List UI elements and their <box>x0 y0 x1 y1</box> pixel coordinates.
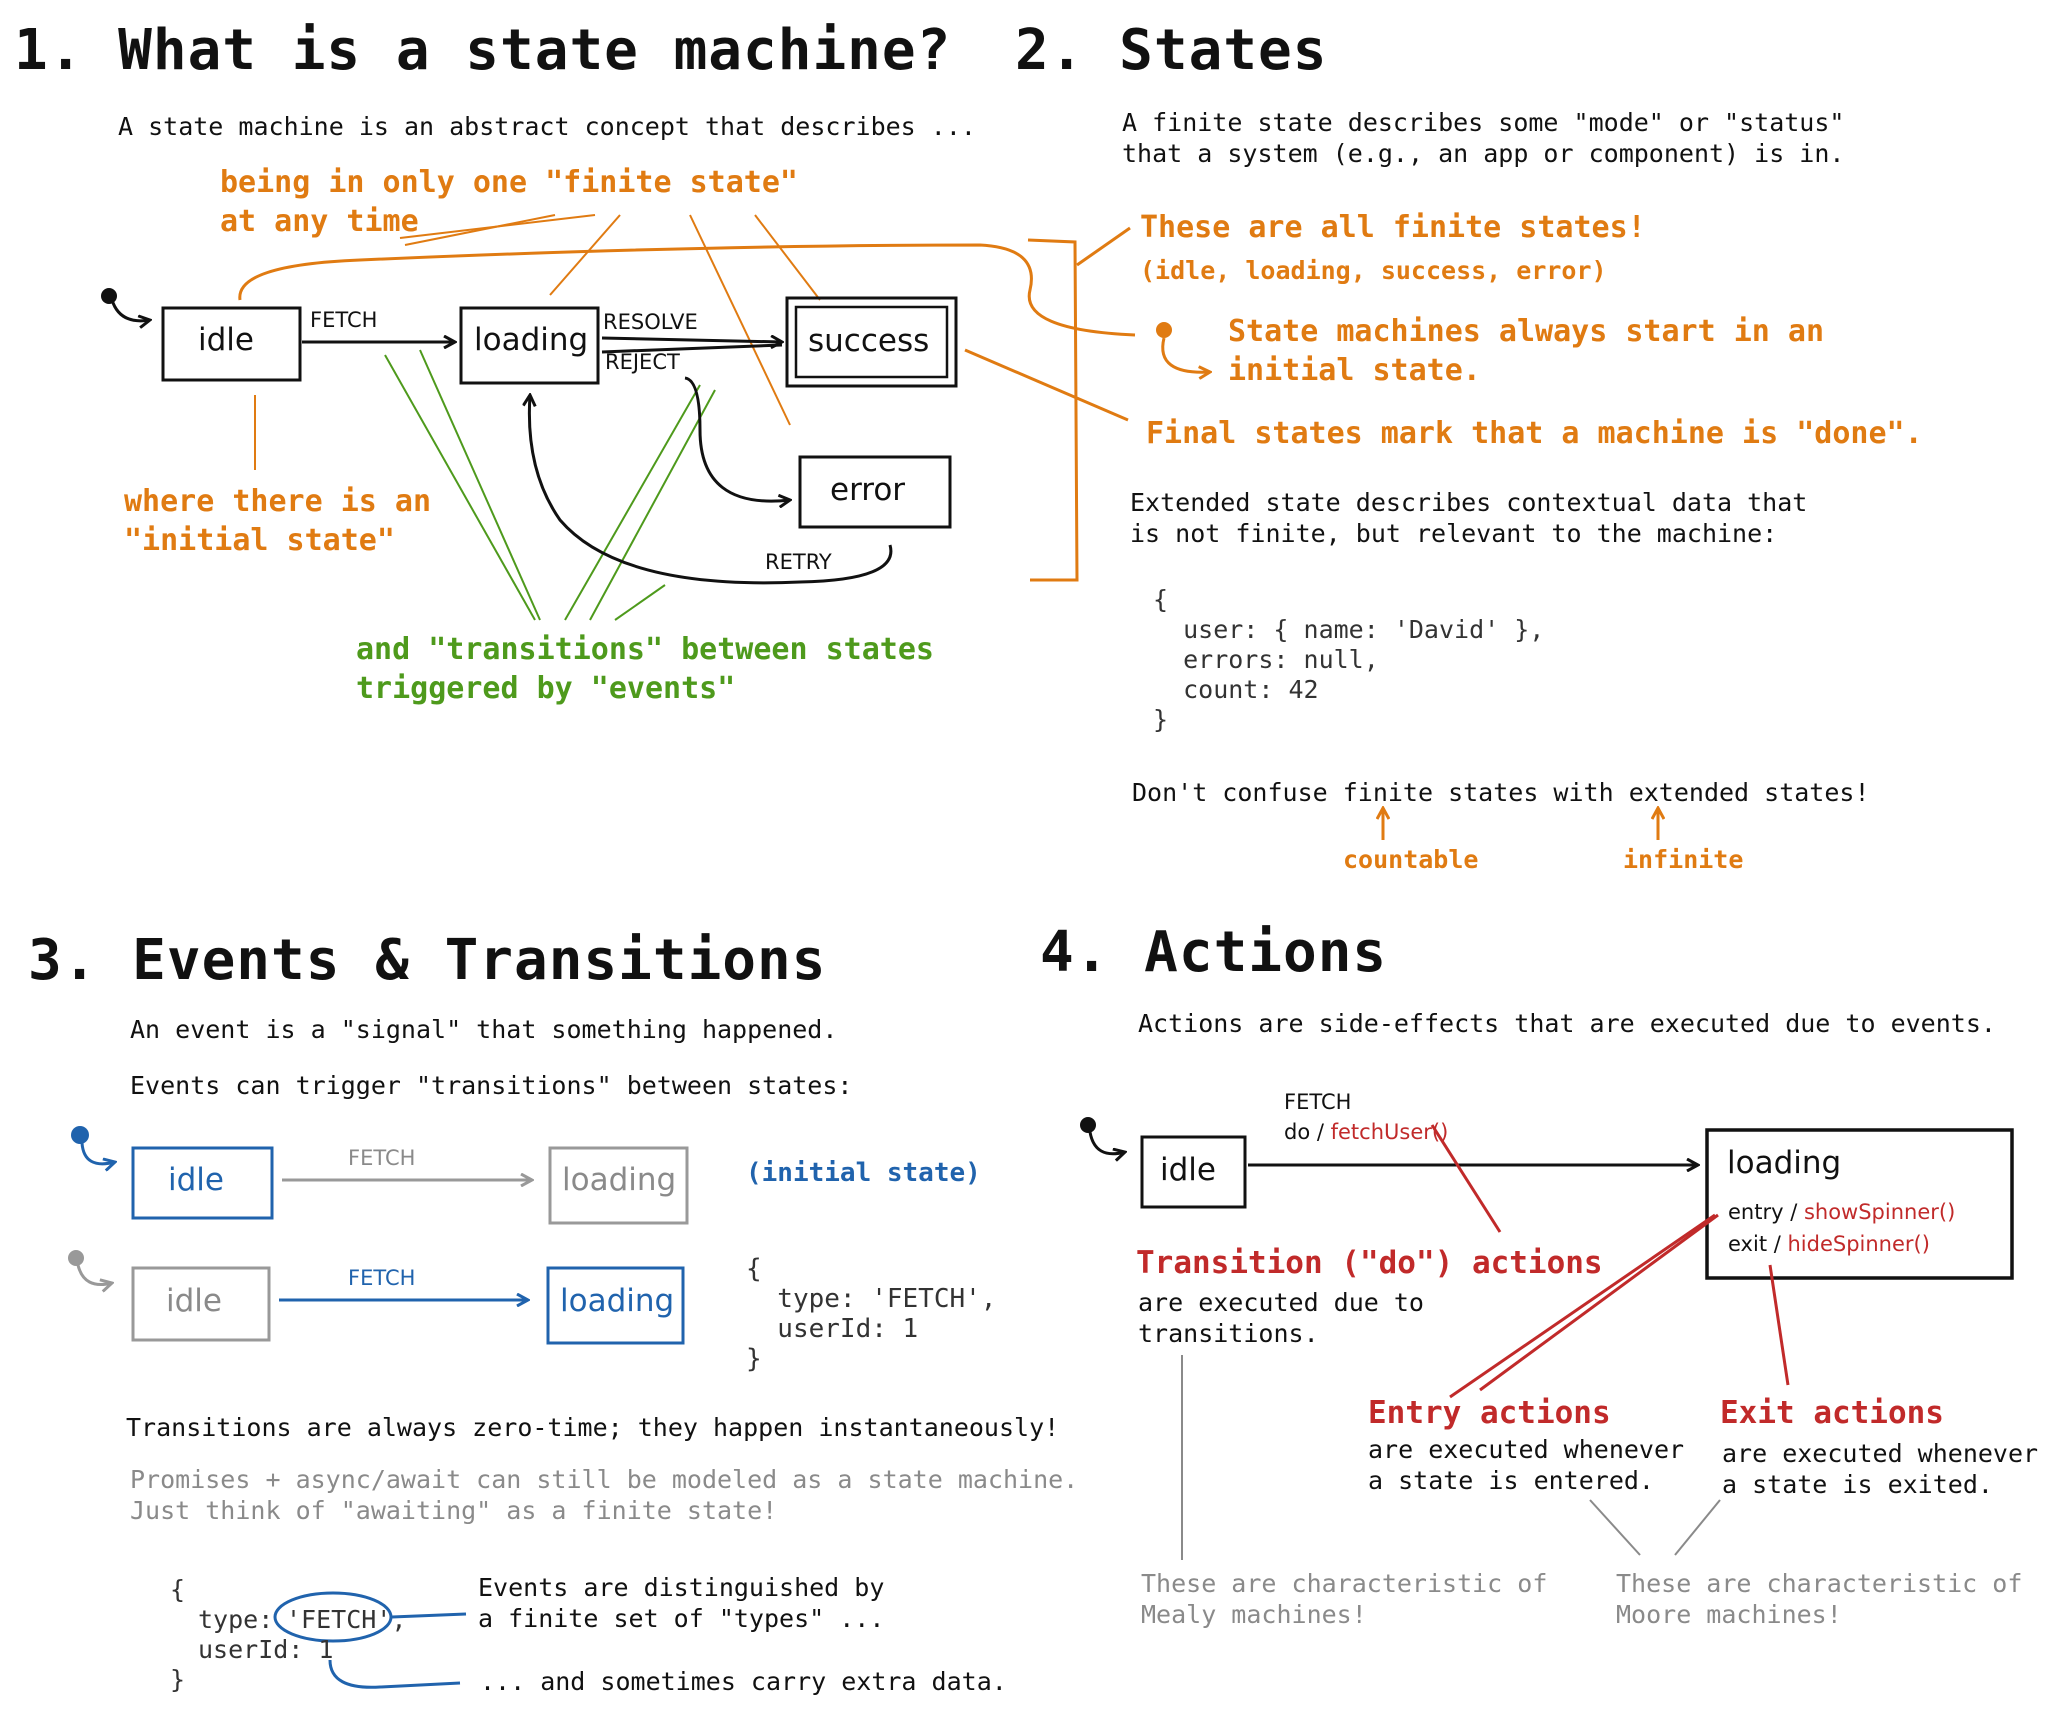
s3-idle-label-active: idle <box>168 1162 224 1198</box>
s1-idle-box <box>161 306 302 382</box>
s1-error-label: error <box>830 472 906 508</box>
s4-exit-title: Exit actions <box>1720 1395 1944 1431</box>
s4-entry-desc: are executed whenever a state is entered… <box>1368 1435 1685 1495</box>
s3-loading-label-inactive: loading <box>562 1162 677 1198</box>
s4-red-pointers <box>1430 1124 1790 1399</box>
s4-exit-desc: are executed whenever a state is exited. <box>1722 1439 2039 1499</box>
s3-event-code: { type: 'FETCH', userId: 1 } <box>746 1254 997 1374</box>
s1-resolve-event: RESOLVE <box>603 310 698 334</box>
s2-initial-dot <box>1156 322 1172 338</box>
s4-intro: Actions are side-effects that are execut… <box>1138 1009 1996 1038</box>
s3-fetch-label-active: FETCH <box>348 1266 416 1290</box>
s2-intro: A finite state describes some "mode" or … <box>1122 108 1845 168</box>
s3-code-user: userId: 1 <box>198 1635 334 1664</box>
s4-idle-box <box>1140 1135 1247 1209</box>
s3-title: 3. Events & Transitions <box>28 928 827 993</box>
s1-reject-event: REJECT <box>605 350 680 374</box>
s3-fetch-label-inactive: FETCH <box>348 1146 416 1170</box>
s3-loading-box-inactive <box>548 1146 689 1225</box>
s3-initial-dot-gray <box>68 1250 84 1266</box>
s1-success-label: success <box>808 323 930 359</box>
s4-entry-action: entry / showSpinner() <box>1728 1200 1956 1224</box>
s3-extra: ... and sometimes carry extra data. <box>480 1667 1007 1696</box>
s1-success-box <box>785 296 958 388</box>
s2-countable: countable <box>1343 845 1479 874</box>
s2-all-finite-list: (idle, loading, success, error) <box>1140 256 1607 285</box>
s2-extended: Extended state describes contextual data… <box>1130 488 1808 548</box>
s1-loading-box <box>459 306 600 385</box>
s1-idle-label: idle <box>198 322 254 358</box>
s3-code-type-val: 'FETCH', <box>286 1605 407 1634</box>
s1-error-box <box>798 455 952 529</box>
s3-line1: An event is a "signal" that something ha… <box>130 1015 838 1044</box>
s1-retry-event: RETRY <box>765 550 832 574</box>
s4-moore-note: These are characteristic of Moore machin… <box>1616 1569 2023 1629</box>
s4-loading-label: loading <box>1727 1145 1842 1181</box>
s1-loading-label: loading <box>474 322 589 358</box>
s1-reject-arrow <box>684 376 790 501</box>
s1-green-pointers <box>384 349 716 621</box>
s4-gray-pointers <box>1181 1355 1721 1560</box>
s3-code-open: { <box>170 1575 186 1604</box>
s2-final-note: Final states mark that a machine is "don… <box>1146 416 1923 451</box>
s1-resolve-arrow <box>601 338 782 342</box>
s3-initial-label: (initial state) <box>746 1158 981 1188</box>
s1-orange-loop <box>238 243 1136 337</box>
s4-loading-box <box>1705 1128 2014 1280</box>
s3-line2: Events can trigger "transitions" between… <box>130 1071 853 1100</box>
s1-initial-note: where there is an "initial state" <box>124 484 432 558</box>
s4-idle-label: idle <box>1160 1152 1216 1188</box>
s3-loading-box-active <box>546 1266 685 1345</box>
s4-mealy-note: These are characteristic of Mealy machin… <box>1141 1569 1548 1629</box>
s4-initial-dot <box>1080 1117 1096 1133</box>
s1-retry-arrow <box>529 395 893 585</box>
s1-intro: A state machine is an abstract concept t… <box>118 112 976 141</box>
s4-title: 4. Actions <box>1040 920 1388 985</box>
s4-transition-title: Transition ("do") actions <box>1136 1245 1603 1281</box>
s1-orange-pointers <box>254 214 821 470</box>
s2-initial-note: State machines always start in an initia… <box>1228 314 1825 388</box>
s4-do-action: do / fetchUser() <box>1284 1120 1449 1144</box>
s3-promises: Promises + async/await can still be mode… <box>130 1465 1079 1525</box>
s3-loading-label-active: loading <box>560 1283 675 1319</box>
s2-confuse: Don't confuse finite states with extende… <box>1132 778 1870 807</box>
s2-infinite: infinite <box>1623 845 1744 874</box>
s1-transitions-note: and "transitions" between states trigger… <box>356 632 934 706</box>
s2-all-finite: These are all finite states! <box>1140 210 1646 245</box>
s3-idle-box-active <box>131 1146 274 1220</box>
s2-title: 2. States <box>1015 18 1328 83</box>
s4-transition-desc: are executed due to transitions. <box>1138 1288 1424 1348</box>
s3-code-type-key: type: <box>198 1605 274 1634</box>
s3-idle-box-inactive <box>131 1266 271 1342</box>
s3-distinguished: Events are distinguished by a finite set… <box>478 1573 885 1633</box>
s1-success-inner <box>794 305 949 379</box>
s1-only-one-note: being in only one "finite state" at any … <box>220 165 798 239</box>
s2-bracket <box>1027 238 1079 582</box>
s3-code-close: } <box>170 1665 186 1694</box>
s4-fetch-label: FETCH <box>1284 1090 1352 1114</box>
s3-initial-dot <box>71 1126 89 1144</box>
s2-extended-code: { user: { name: 'David' }, errors: null,… <box>1153 585 1545 734</box>
s3-fetch-circle <box>273 1591 393 1643</box>
s4-entry-title: Entry actions <box>1368 1395 1611 1431</box>
s3-idle-label-inactive: idle <box>166 1283 222 1319</box>
s4-exit-action: exit / hideSpinner() <box>1728 1232 1930 1256</box>
s3-zero-time: Transitions are always zero-time; they h… <box>126 1413 1060 1442</box>
s1-initial-dot <box>101 288 117 304</box>
s1-title: 1. What is a state machine? <box>14 18 952 83</box>
s1-fetch-event: FETCH <box>310 308 378 332</box>
